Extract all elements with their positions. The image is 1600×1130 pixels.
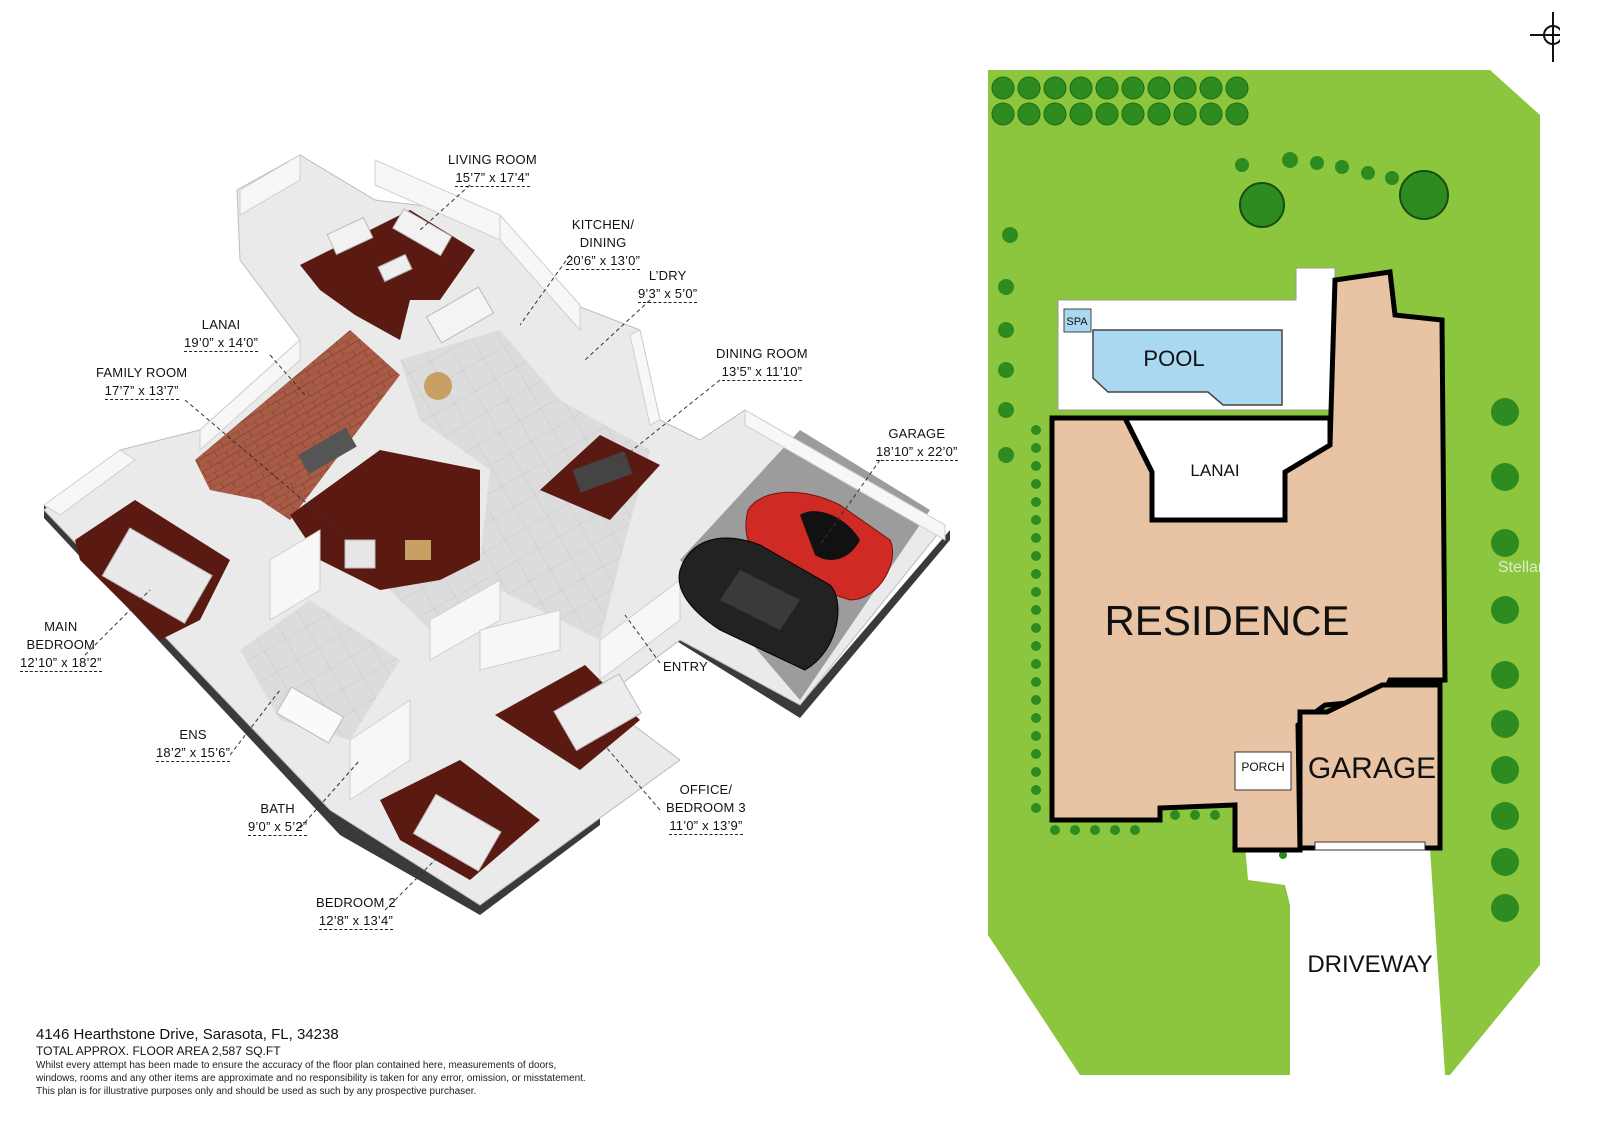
- disclaimer-line-1: Whilst every attempt has been made to en…: [36, 1060, 557, 1071]
- spa: [1063, 308, 1092, 333]
- shrubs: [998, 152, 1519, 922]
- room-name: BATH: [260, 801, 295, 816]
- room-label-ens: ENS 18’2” x 15’6”: [156, 726, 231, 762]
- trees: [1239, 170, 1449, 228]
- tile-floors: [240, 330, 650, 740]
- family-sofa: [298, 427, 357, 475]
- room-dims: 19’0” x 14’0”: [184, 335, 259, 352]
- room-label-bedroom2: BEDROOM 2 12’8” x 13’4”: [316, 894, 396, 930]
- room-dims: 20’6” x 13’0”: [566, 253, 641, 270]
- living-sofa: [326, 216, 374, 256]
- cars: [678, 491, 894, 671]
- floor-area: TOTAL APPROX. FLOOR AREA 2,587 SQ.FT: [36, 1044, 281, 1058]
- garage: [1297, 682, 1443, 851]
- driveway: [1245, 845, 1445, 1075]
- room-name: LANAI: [201, 317, 241, 332]
- room-name: FAMILY ROOM: [96, 365, 188, 380]
- room-dims: 12’8” x 13’4”: [318, 913, 393, 930]
- family-room-floor: [290, 450, 480, 590]
- room-name: BEDROOM 2: [316, 895, 396, 910]
- office-bed: [553, 673, 643, 752]
- room-name: OFFICE/ BEDROOM 3: [666, 782, 746, 815]
- room-label-family: FAMILY ROOM 17’7” x 13’7”: [96, 364, 187, 400]
- leader-lines: [84, 184, 881, 911]
- room-dims: 9’3” x 5’0”: [638, 286, 698, 303]
- ens-tub: [275, 686, 345, 744]
- lanai-floor: [195, 330, 400, 520]
- room-label-office: OFFICE/ BEDROOM 3 11’0” x 13’9”: [666, 763, 746, 853]
- residence-label: RESIDENCE: [1104, 597, 1349, 644]
- room-name: GARAGE: [888, 426, 946, 441]
- watermark: StellarMLS: [1498, 559, 1560, 576]
- garage-door: [1314, 841, 1426, 851]
- room-name: MAIN BEDROOM: [26, 619, 96, 652]
- hedge-row: [991, 76, 1249, 126]
- family-chair: [344, 539, 376, 569]
- room-label-living: LIVING ROOM 15’7” x 17’4”: [448, 151, 537, 187]
- room-dims: 9’0” x 5’2”: [248, 819, 308, 836]
- disclaimer-line-3: This plan is for illustrative purposes o…: [36, 1086, 477, 1097]
- porch: [1234, 751, 1292, 791]
- room-label-dining: DINING ROOM 13’5” x 11’10”: [716, 345, 808, 381]
- coffee-table: [377, 253, 413, 283]
- room-dims: 18’10” x 22’0”: [876, 444, 958, 461]
- kitchen-table: [424, 372, 452, 400]
- room-name: DINING ROOM: [716, 346, 808, 361]
- room-name: ENTRY: [663, 659, 708, 674]
- disclaimer-line-2: windows, rooms and any other items are a…: [36, 1073, 586, 1084]
- lanai: [1120, 415, 1333, 523]
- room-label-lanai: LANAI 19’0” x 14’0”: [184, 316, 259, 352]
- footer: 4146 Hearthstone Drive, Sarasota, FL, 34…: [36, 1026, 676, 1098]
- room-name: L’DRY: [648, 268, 687, 283]
- porch-label: PORCH: [1241, 760, 1284, 774]
- room-dims: 15’7” x 17’4”: [455, 170, 530, 187]
- main-bed: [101, 527, 213, 624]
- pool-label: POOL: [1143, 346, 1204, 371]
- room-dims: 12’10” x 18’2”: [20, 655, 102, 672]
- spa-label: SPA: [1066, 316, 1088, 328]
- room-label-bath: BATH 9’0” x 5’2”: [248, 800, 308, 836]
- lanai-label: LANAI: [1190, 461, 1239, 480]
- garage-label: GARAGE: [1308, 752, 1436, 785]
- room-name: KITCHEN/ DINING: [571, 217, 635, 250]
- room-label-entry: ENTRY: [663, 658, 708, 676]
- floorplan-3d: [43, 154, 950, 915]
- driveway-label: DRIVEWAY: [1307, 951, 1432, 978]
- room-label-laundry: L’DRY 9’3” x 5’0”: [638, 267, 698, 303]
- bedroom2-bed: [412, 793, 502, 872]
- room-dims: 11’0” x 13’9”: [669, 818, 743, 835]
- pool: [1092, 329, 1283, 406]
- room-label-garage: GARAGE 18’10” x 22’0”: [876, 425, 958, 461]
- room-dims: 13’5” x 11’10”: [721, 364, 803, 381]
- room-label-kitchen: KITCHEN/ DINING 20’6” x 13’0”: [566, 198, 641, 288]
- dining-table: [572, 451, 633, 493]
- compass-icon: [1530, 12, 1560, 62]
- room-dims: 17’7” x 13’7”: [104, 383, 179, 400]
- family-table: [405, 540, 431, 560]
- room-label-main-bedroom: MAIN BEDROOM 12’10” x 18’2”: [20, 600, 102, 690]
- kitchen-island: [425, 286, 495, 344]
- furniture: [101, 208, 643, 872]
- room-dims: 18’2” x 15’6”: [156, 745, 231, 762]
- room-name: LIVING ROOM: [448, 152, 537, 167]
- room-name: ENS: [179, 727, 207, 742]
- interior-walls: [43, 154, 946, 801]
- address: 4146 Hearthstone Drive, Sarasota, FL, 34…: [36, 1026, 339, 1043]
- site-plan: SPA POOL LANAI RESIDENCE PORCH GARAGE DR…: [988, 12, 1560, 1075]
